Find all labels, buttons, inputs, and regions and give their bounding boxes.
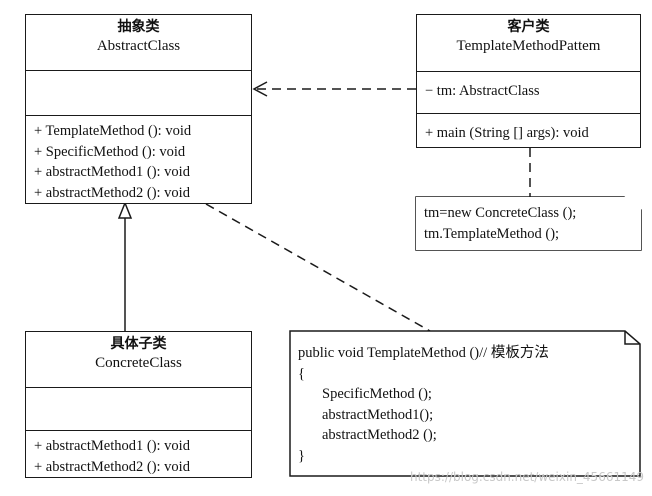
method-abstract-2: + abstractMethod2 (): void [34, 184, 190, 201]
abstract-class-name: AbstractClass [96, 38, 181, 54]
note-line: tm.TemplateMethod (); [424, 225, 560, 242]
client-class-methods: + main (String [] args): void [417, 113, 640, 144]
method-specific: + SpecificMethod (): void [34, 143, 186, 160]
client-class-name: TemplateMethodPattem [456, 38, 601, 54]
client-class-attributes: − tm: AbstractClass [417, 71, 640, 113]
note-line: abstractMethod1(); [322, 406, 434, 423]
client-class-box: 客户类 TemplateMethodPattem − tm: AbstractC… [416, 14, 641, 148]
dependency-arrowhead [252, 81, 268, 97]
abstract-class-header: 抽象类 AbstractClass [26, 15, 251, 70]
method-main: + main (String [] args): void [425, 125, 589, 141]
note-line: abstractMethod2 (); [322, 427, 437, 443]
concrete-class-methods: + abstractMethod1 (): void + abstractMet… [26, 430, 251, 477]
client-note-text: tm=new ConcreteClass (); tm.TemplateMeth… [424, 203, 576, 244]
note-line: tm=new ConcreteClass (); [424, 205, 577, 221]
abstract-class-methods: + TemplateMethod (): void + SpecificMeth… [26, 115, 251, 203]
method-abstract-1: + abstractMethod1 (): void [34, 438, 190, 454]
note-line: public void TemplateMethod ()// 模板方法 [298, 345, 549, 361]
note-line: { [298, 365, 305, 382]
note-line: } [298, 447, 305, 464]
attribute-tm: − tm: AbstractClass [425, 83, 540, 99]
method-abstract-1: + abstractMethod1 (): void [34, 164, 190, 180]
abstract-class-attributes [26, 70, 251, 115]
concrete-class-header: 具体子类 ConcreteClass [26, 332, 251, 387]
abstract-class-stereotype: 抽象类 [117, 19, 160, 35]
template-method-note: public void TemplateMethod ()// 模板方法 { S… [290, 331, 640, 476]
client-class-header: 客户类 TemplateMethodPattem [417, 15, 640, 71]
method-abstract-2: + abstractMethod2 (): void [34, 458, 190, 475]
client-note: tm=new ConcreteClass (); tm.TemplateMeth… [416, 197, 641, 250]
template-note-anchor [205, 203, 431, 332]
concrete-class-name: ConcreteClass [95, 355, 182, 371]
watermark: https://blog.csdn.net/weixin_45661149 [409, 470, 644, 484]
abstract-class-box: 抽象类 AbstractClass + TemplateMethod (): v… [25, 14, 252, 204]
method-template: + TemplateMethod (): void [34, 123, 192, 139]
template-note-text: public void TemplateMethod ()// 模板方法 { S… [298, 343, 549, 466]
concrete-class-box: 具体子类 ConcreteClass + abstractMethod1 ():… [25, 331, 252, 478]
template-note-shape [289, 330, 641, 477]
concrete-class-attributes [26, 387, 251, 430]
generalization-arrowhead [117, 200, 133, 219]
concrete-class-stereotype: 具体子类 [110, 336, 167, 352]
client-class-stereotype: 客户类 [507, 19, 550, 35]
note-line: SpecificMethod (); [322, 386, 432, 402]
template-note-fold [624, 331, 640, 345]
